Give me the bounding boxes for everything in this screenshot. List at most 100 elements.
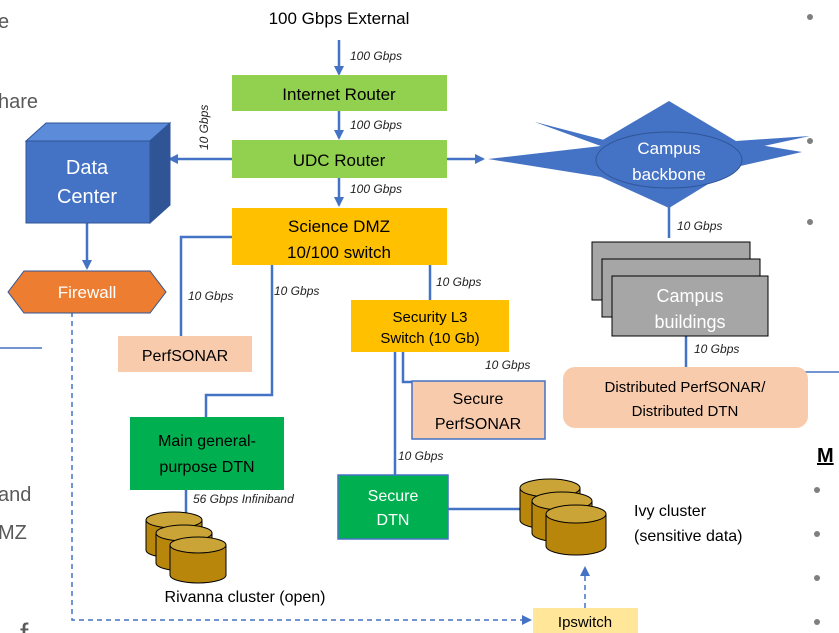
edge-label-dtn-rivanna: 56 Gbps Infiniband [193, 492, 294, 506]
internet-router-label: Internet Router [282, 85, 396, 104]
main-dtn-label-line2: purpose DTN [159, 459, 254, 476]
fragment-text-1: e [0, 11, 9, 33]
rivanna-label: Rivanna cluster (open) [165, 589, 326, 606]
firewall-label: Firewall [58, 283, 117, 302]
perfsonar: PerfSONAR [118, 336, 252, 372]
ivy-label-line1: Ivy cluster [634, 503, 707, 520]
bullet-dot [814, 487, 820, 493]
fragment-heading: M [817, 445, 834, 467]
ipswitch-label: Ipswitch [558, 614, 612, 631]
bullet-dot [814, 575, 820, 581]
bullet-dot [814, 619, 820, 625]
dashed-connectors [71, 312, 590, 625]
secure-dtn-box [337, 474, 449, 540]
data-center-label-line2: Center [57, 186, 117, 208]
bullet-dot [814, 531, 820, 537]
edge-label-buildings-distributed: 10 Gbps [694, 342, 739, 356]
edge-firewall-ipswitch [71, 312, 532, 625]
connectors [82, 40, 688, 517]
fragment-text-4: MZ [0, 522, 27, 544]
edge-label-internet-udc: 100 Gbps [350, 118, 402, 132]
science-dmz-switch: Science DMZ 10/100 switch [232, 208, 447, 265]
secure-dtn-label-line1: Secure [368, 488, 419, 505]
data-center: Data Center [24, 121, 172, 225]
campus-backbone-ellipse [595, 131, 743, 189]
science-dmz-label-line2: 10/100 switch [287, 243, 391, 262]
firewall: Firewall [7, 270, 167, 314]
distributed-label-line1: Distributed PerfSONAR/ [605, 379, 767, 396]
edge-dmz-maindtn [204, 265, 274, 417]
campus-buildings-label-line1: Campus [656, 286, 723, 306]
security-l3-switch: Security L3 Switch (10 Gb) [351, 300, 509, 352]
campus-buildings-label-line2: buildings [654, 312, 725, 332]
edge-label-udc-datacenter: 10 Gbps [197, 105, 211, 150]
campus-backbone-label-line2: backbone [632, 165, 706, 184]
secure-dtn: Secure DTN [337, 474, 449, 540]
edge-label-backbone-buildings: 10 Gbps [677, 219, 722, 233]
internet-router-box [232, 75, 447, 111]
edge-labels: 100 Gbps 100 Gbps 100 Gbps 10 Gbps 10 Gb… [188, 49, 739, 506]
campus-backbone-label-line1: Campus [637, 139, 700, 158]
cylinder-icon [169, 545, 227, 584]
data-center-front [25, 140, 151, 224]
secure-perfsonar: Secure PerfSONAR [411, 380, 546, 440]
edge-label-udc-dmz: 100 Gbps [350, 182, 402, 196]
fragment-text-5: f [20, 618, 29, 633]
perfsonar-box [118, 336, 252, 372]
main-dtn-box [130, 417, 284, 490]
secure-perfsonar-box [411, 380, 546, 440]
udc-router: UDC Router [232, 140, 447, 178]
udc-router-box [232, 140, 447, 178]
ivy-cluster [519, 478, 607, 556]
firewall-hexagon [7, 270, 167, 314]
right-slide-fragments: M [790, 14, 839, 625]
data-center-label-line1: Data [66, 157, 109, 179]
cylinder-top [545, 504, 607, 524]
campus-backbone: Campus backbone [488, 101, 810, 208]
bullet-dot [807, 138, 813, 144]
building-layer [611, 275, 769, 337]
star-ray [736, 136, 810, 152]
cylinder-icon [545, 514, 607, 556]
main-dtn: Main general- purpose DTN [130, 417, 284, 490]
cylinder-top [169, 536, 227, 554]
edge-dmz-perfsonar [179, 235, 233, 336]
secure-perfsonar-label-line1: Secure [453, 391, 504, 408]
fragment-text-2: hare [0, 91, 38, 113]
science-dmz-label-line1: Science DMZ [288, 217, 390, 236]
security-l3-label-line2: Switch (10 Gb) [380, 330, 479, 347]
main-dtn-label-line1: Main general- [158, 433, 256, 450]
edge-label-dmz-security: 10 Gbps [436, 275, 481, 289]
bullet-dot [807, 219, 813, 225]
left-slide-fragments: e hare and MZ f [0, 11, 42, 633]
bullet-dot [807, 14, 813, 20]
secure-dtn-label-line2: DTN [377, 512, 410, 529]
perfsonar-label: PerfSONAR [142, 348, 228, 365]
star-ray [535, 122, 608, 146]
edge-security-secureperfsonar [401, 352, 412, 384]
data-center-top [24, 122, 172, 142]
edge-label-security-securedtn: 10 Gbps [398, 449, 443, 463]
distributed-perfsonar-dtn: Distributed PerfSONAR/ Distributed DTN [563, 367, 808, 428]
data-center-side [149, 121, 171, 225]
fragment-text-3: and [0, 484, 31, 506]
udc-router-label: UDC Router [293, 151, 386, 170]
edge-label-dmz-dtn: 10 Gbps [274, 284, 319, 298]
security-l3-label-line1: Security L3 [392, 309, 467, 326]
rivanna-cluster [145, 511, 227, 584]
edge-label-ext-internet: 100 Gbps [350, 49, 402, 63]
security-l3-box [351, 300, 509, 352]
ivy-label-line2: (sensitive data) [634, 528, 743, 545]
campus-buildings: Campus buildings [591, 241, 769, 337]
science-dmz-box [232, 208, 447, 265]
secure-perfsonar-label-line2: PerfSONAR [435, 416, 521, 433]
edge-label-security-secureperfsonar: 10 Gbps [485, 358, 530, 372]
distributed-box [563, 367, 808, 428]
distributed-label-line2: Distributed DTN [632, 403, 739, 420]
internet-router: Internet Router [232, 75, 447, 111]
external-link-label: 100 Gbps External [269, 9, 410, 28]
edge-label-dmz-perfsonar: 10 Gbps [188, 289, 233, 303]
ipswitch-box [533, 608, 638, 633]
